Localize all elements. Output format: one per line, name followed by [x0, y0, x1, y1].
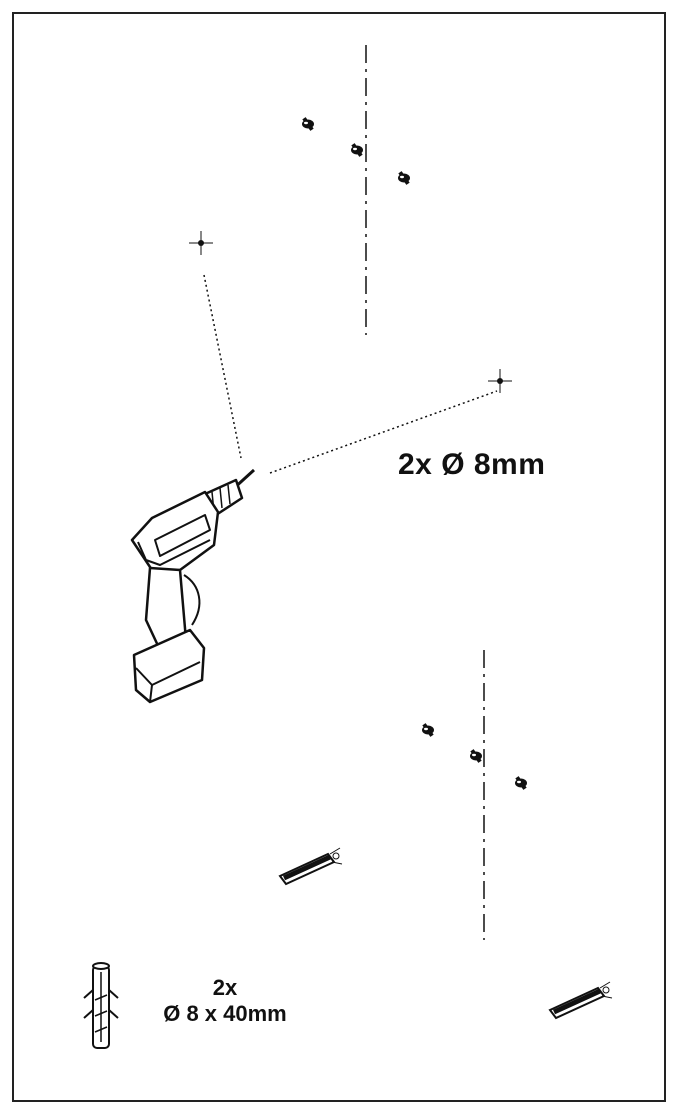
guide-line [203, 274, 242, 459]
drill-icon [130, 468, 256, 704]
screw-icon [302, 117, 314, 131]
crosshair-mark-icon [188, 230, 214, 256]
screw-icon [351, 143, 363, 157]
wall-plug-size-label: 2x Ø 8 x 40mm [140, 975, 310, 1027]
guide-line [269, 390, 498, 474]
screw-icon [422, 723, 434, 737]
diagram-frame [12, 12, 666, 1102]
screw-icon [515, 776, 527, 790]
wall-plug-icon [280, 848, 342, 884]
plug-size-text: Ø 8 x 40mm [163, 1001, 287, 1026]
crosshair-mark-icon [487, 368, 513, 394]
wall-plug-icon [550, 982, 612, 1018]
drill-hole-size-label: 2x Ø 8mm [398, 448, 546, 481]
screw-icon [470, 749, 482, 763]
plug-count-text: 2x [212, 975, 238, 1000]
screw-icon [398, 171, 410, 185]
wall-plug-icon [83, 962, 119, 1049]
